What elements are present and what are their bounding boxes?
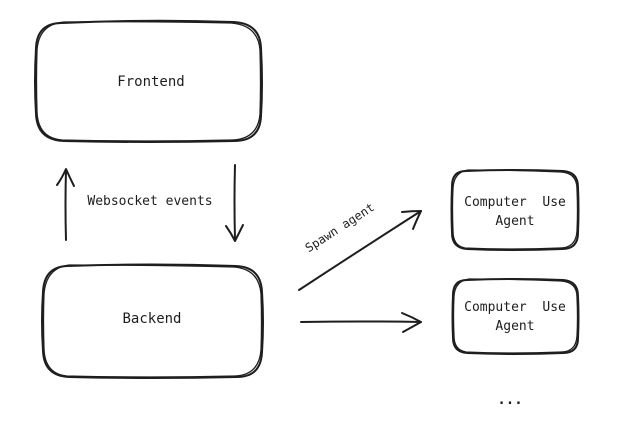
backend-to-agent-2-arrow	[300, 312, 422, 333]
backend-node	[41, 263, 264, 379]
agent-2-label-line-1: Computer Use	[464, 300, 566, 315]
agent-1-label-line-1: Computer Use	[464, 195, 566, 210]
backend-label: Backend	[122, 311, 181, 327]
frontend-label: Frontend	[117, 74, 184, 90]
websocket-down-arrow	[225, 164, 244, 242]
agent-1-label-line-2: Agent	[495, 214, 534, 229]
agent-2-label-line-2: Agent	[495, 319, 534, 334]
agent-node-1	[450, 169, 580, 251]
agent-node-2	[451, 278, 580, 355]
more-agents-ellipsis: ...	[497, 392, 522, 408]
websocket-events-label: Websocket events	[87, 194, 212, 209]
frontend-node	[34, 19, 263, 143]
spawn-agent-arrow	[298, 210, 422, 291]
websocket-up-arrow	[56, 168, 75, 241]
